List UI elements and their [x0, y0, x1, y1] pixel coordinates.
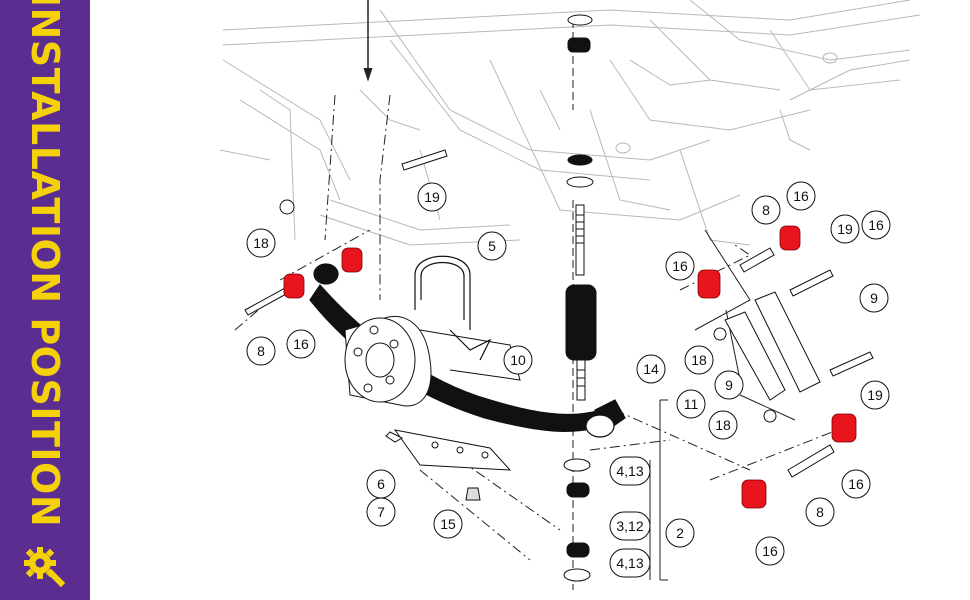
bushing-left-b	[341, 247, 363, 273]
callout-label: 8	[762, 202, 770, 218]
leader-lines	[234, 0, 851, 590]
callout-5: 5	[477, 231, 507, 261]
callout-9: 8	[751, 195, 781, 225]
callout-23: 4,13	[609, 548, 651, 578]
callout-26: 8	[805, 497, 835, 527]
pins-bolts	[244, 149, 874, 478]
callout-label: 5	[488, 238, 496, 254]
sidebar-banner: INSTALLATION POSITION	[0, 0, 90, 600]
bushing-right-c	[741, 479, 767, 509]
callout-20: 15	[433, 509, 463, 539]
callout-label: 16	[868, 217, 884, 233]
red-bushings	[283, 225, 857, 509]
callout-27: 16	[841, 469, 871, 499]
gear-wrench-icon	[24, 547, 66, 588]
callout-label: 18	[691, 352, 707, 368]
callout-label: 4,13	[616, 463, 643, 479]
callout-19: 7	[366, 497, 396, 527]
callout-label: 10	[510, 352, 526, 368]
callout-label: 2	[676, 525, 684, 541]
callout-2: 16	[286, 329, 316, 359]
callout-label: 16	[672, 258, 688, 274]
callout-21: 4,13	[609, 456, 651, 486]
u-bolt	[414, 255, 492, 361]
axle-hub	[344, 315, 521, 407]
callout-10: 16	[786, 181, 816, 211]
callout-label: 4,13	[616, 555, 643, 571]
sidebar-title: INSTALLATION POSITION	[23, 0, 67, 528]
callout-label: 8	[816, 504, 824, 520]
callout-16: 19	[860, 380, 890, 410]
callout-label: 16	[848, 476, 864, 492]
callout-label: 14	[643, 361, 659, 377]
callout-13: 18	[684, 345, 714, 375]
spring-plate	[385, 429, 512, 501]
callout-label: 8	[257, 343, 265, 359]
callout-3: 8	[246, 336, 276, 366]
callout-1: 18	[246, 228, 276, 258]
callout-label: 18	[715, 417, 731, 433]
shock-absorber	[565, 284, 597, 401]
callout-7: 14	[636, 354, 666, 384]
callout-8: 16	[861, 210, 891, 240]
callout-label: 9	[870, 290, 878, 306]
frame-sketch	[219, 0, 921, 246]
bottom-washers	[563, 458, 591, 582]
callout-15: 18	[708, 410, 738, 440]
callout-14: 9	[714, 370, 744, 400]
callout-label: 16	[762, 543, 778, 559]
callout-24: 2	[665, 518, 695, 548]
shackle-links	[724, 291, 821, 401]
callout-label: 19	[837, 221, 853, 237]
bushing-right-b	[779, 225, 801, 251]
callout-18: 6	[366, 469, 396, 499]
callout-label: 11	[684, 396, 699, 412]
top-mount-stack	[566, 14, 594, 276]
callout-label: 6	[377, 476, 385, 492]
callout-label: 18	[253, 235, 269, 251]
callout-label: 19	[867, 387, 883, 403]
callout-17: 11	[676, 389, 706, 419]
callouts: 19 18 16 8 16 5 10 14 16 8 16 19 9 18 9 18 19 11 6 7 15 4,13 3…	[246, 181, 891, 578]
bushing-right-a	[697, 269, 721, 299]
bushing-right-d	[831, 413, 857, 443]
callout-22: 3,12	[609, 511, 651, 541]
callout-0: 19	[417, 182, 447, 212]
suspension-exploded-diagram: 19 18 16 8 16 5 10 14 16 8 16 19 9 18 9 18 19 11 6 7 15 4,13 3…	[219, 0, 921, 590]
callout-label: 3,12	[616, 518, 643, 534]
callout-12: 9	[859, 283, 889, 313]
callout-label: 7	[377, 504, 385, 520]
callout-25: 16	[755, 536, 785, 566]
callout-label: 9	[725, 377, 733, 393]
callout-label: 16	[293, 336, 309, 352]
bushing-left-a	[283, 273, 305, 299]
callout-label: 19	[424, 189, 440, 205]
callout-label: 16	[793, 188, 809, 204]
callout-11: 19	[830, 214, 860, 244]
callout-6: 10	[503, 345, 533, 375]
callout-4: 16	[665, 251, 695, 281]
callout-label: 15	[440, 516, 456, 532]
